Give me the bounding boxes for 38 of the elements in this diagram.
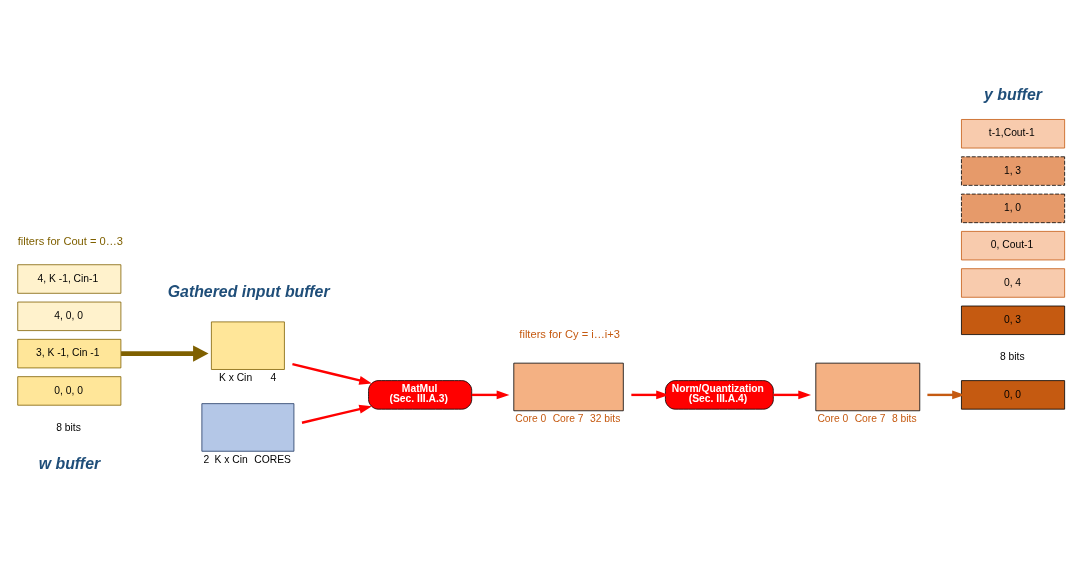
node-box: 4, K -1, Cin-1 — [17, 263, 122, 294]
node-label: Core 0 — [817, 412, 849, 424]
arrow — [631, 389, 669, 399]
label: w buffer — [38, 454, 101, 472]
label: filters for Cy = i…i+3 — [519, 327, 620, 340]
node-label: Core 7 — [854, 412, 886, 424]
node-box: 1, 3 — [961, 155, 1066, 186]
arrow — [773, 389, 811, 399]
node-box: 3, K -1, Cin -1 — [17, 338, 122, 368]
node-label: Core 0 — [515, 412, 547, 424]
node-label: 32 bits — [589, 412, 621, 424]
node-box: 0, 0, 0 — [17, 375, 122, 406]
arrow — [927, 389, 965, 399]
arrow — [292, 362, 372, 385]
label: 8 bits — [56, 421, 81, 433]
node-box: 0, 3 — [961, 305, 1066, 335]
arrow — [121, 345, 209, 362]
label: Gathered input buffer — [167, 282, 330, 300]
node-label: 4 — [270, 371, 277, 383]
arrow — [471, 389, 510, 399]
label: 8 bits — [999, 350, 1025, 362]
node-box: 0, Cout-1 — [961, 230, 1066, 260]
label: filters for Cout = 0…3 — [17, 234, 123, 247]
node-label: 8 bits — [892, 412, 917, 424]
node-label: K x Cin — [218, 371, 253, 383]
node-label: CORES — [254, 453, 291, 465]
node-label: K x Cin — [214, 453, 248, 465]
node-box: 4, 0, 0 — [17, 301, 122, 331]
node-box: 0, 4 — [961, 267, 1066, 298]
node-label: 2 — [203, 453, 210, 465]
node-box: Norm/Quantization (Sec. III.A.4) — [665, 379, 774, 410]
node-label: Core 7 — [552, 412, 584, 424]
node-box: 0, 0 — [961, 379, 1066, 410]
arrow — [301, 404, 372, 424]
node-box: MatMul (Sec. III.A.3) — [368, 379, 473, 410]
node-box: 1, 0 — [961, 193, 1066, 223]
label: y buffer — [984, 85, 1042, 103]
node-box: t-1,Cout-1 — [961, 118, 1066, 148]
